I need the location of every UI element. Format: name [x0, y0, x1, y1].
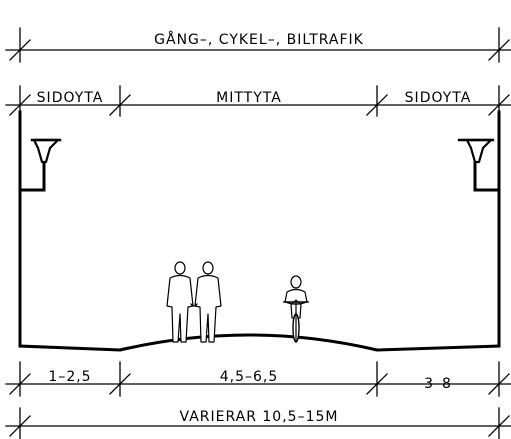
top-title: GÅNG–, CYKEL–, BILTRAFIK [154, 31, 364, 48]
tick-mark [9, 415, 31, 437]
tick-mark [488, 415, 510, 437]
tick-mark [488, 373, 510, 395]
total-dimension: VARIERAR 10,5–15M [5, 407, 511, 439]
top-dimension: GÅNG–, CYKEL–, BILTRAFIK [5, 27, 511, 63]
tick-mark [366, 94, 388, 116]
tick-mark [109, 94, 131, 116]
tick-mark [9, 373, 31, 395]
tick-mark [9, 39, 31, 61]
cyclist-icon [283, 275, 309, 343]
tick-mark [9, 94, 31, 116]
street-section [18, 110, 501, 352]
street-lamp-left-icon [20, 138, 62, 192]
dim-left-label: 1–2,5 [48, 369, 91, 385]
dim-total-label: VARIERAR 10,5–15M [180, 409, 339, 425]
dim-middle-label: 4,5–6,5 [220, 369, 279, 385]
bottom-dimension: 1–2,5 4,5–6,5 3–8 [5, 361, 511, 397]
tick-mark [488, 94, 510, 116]
pedestrian-icon [166, 261, 222, 343]
zone-right-label: SIDOYTA [405, 90, 472, 106]
tick-mark [109, 373, 131, 395]
zone-dimension: SIDOYTA MITTYTA SIDOYTA [5, 85, 511, 117]
ground-profile [18, 333, 501, 352]
zone-left-label: SIDOYTA [37, 90, 104, 106]
tick-mark [488, 39, 510, 61]
zone-middle-label: MITTYTA [216, 90, 282, 106]
tick-mark [366, 373, 388, 395]
dim-right-label: 3–8 [424, 376, 452, 392]
street-lamp-right-icon [457, 138, 499, 192]
